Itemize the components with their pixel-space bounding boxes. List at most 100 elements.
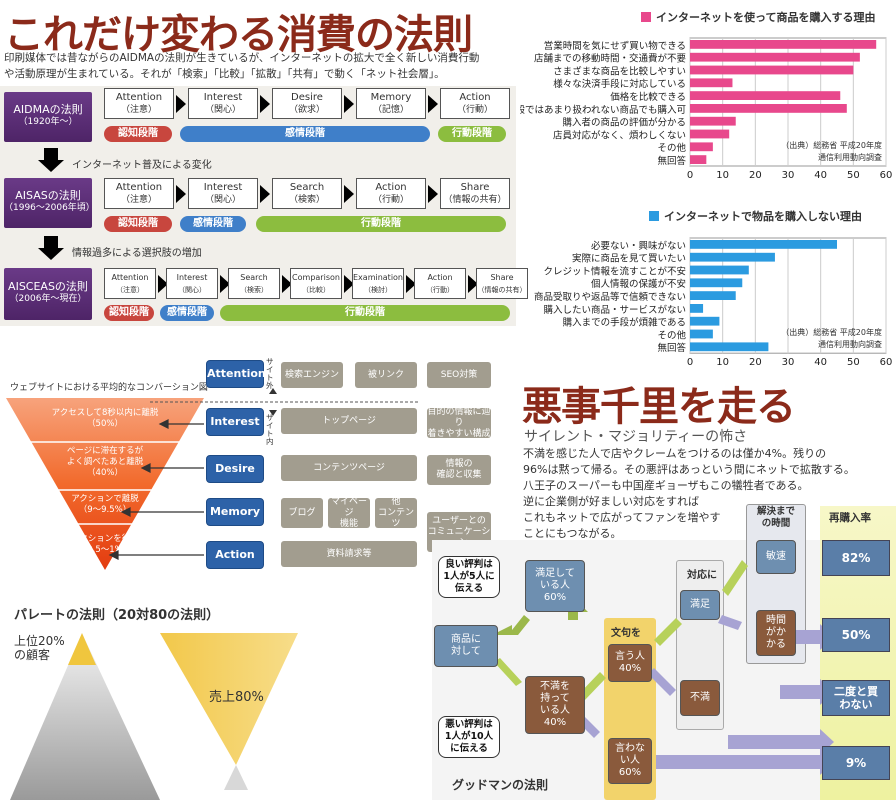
stage-name: Desire [291, 92, 323, 103]
stage-name: Memory [370, 92, 412, 103]
category-label: 商品受取りや返品等で信頼できない [534, 291, 686, 303]
bar-0 [690, 240, 837, 249]
category-label: 無回答 [657, 342, 686, 354]
stage-jp: （注意） [120, 195, 157, 205]
bar-1 [690, 252, 775, 262]
info-text-2: 確認と収集 [436, 470, 482, 480]
aisas-stage-action: Action（行動） [356, 178, 426, 209]
aidma-stage-action: Action（行動） [440, 88, 510, 119]
stage-name: Interest [176, 273, 208, 282]
aisceas-stage-action: Action（行動） [414, 268, 466, 299]
bar-3 [690, 278, 743, 288]
stage-jp: （比較） [302, 286, 330, 294]
stage-jp: （関心） [204, 105, 241, 115]
comm-text-1: ユーザーとの [432, 515, 486, 526]
x-tick-label: 10 [716, 170, 729, 181]
stage-arrow-icon [158, 275, 168, 293]
stage-jp: （行動） [372, 195, 409, 205]
aisas-stage-share: Share（情報の共有） [440, 178, 510, 209]
time-header: 解決まで の時間 [752, 506, 800, 530]
x-tick-label: 10 [716, 357, 729, 368]
bar-8 [690, 342, 769, 352]
good-rep-2: 1人が5人に [443, 571, 495, 582]
stage-arrow-icon [406, 275, 416, 293]
x-tick-label: 60 [880, 357, 893, 368]
aisceas-stage-attention: Attention（注意） [104, 268, 156, 299]
unsatisfied-2: 持って [540, 693, 570, 704]
seo-box: SEO対策 [427, 362, 491, 388]
slow-2: がか [766, 627, 786, 638]
category-label: 無回答 [657, 155, 686, 167]
pareto-sales-label: 売上80% [209, 690, 264, 705]
bar-7 [690, 329, 713, 339]
category-label: さまざまな商品を比較しやすい [553, 65, 686, 77]
phase-emotion-2: 感情段階 [180, 216, 246, 232]
aisceas-stage-examination: Examination（検討） [352, 268, 404, 299]
stage-jp: （注意） [120, 105, 157, 115]
phase-cognition: 認知段階 [104, 126, 172, 142]
phase-action: 行動段階 [438, 126, 506, 142]
request-box: 資料請求等 [281, 541, 417, 567]
stage-jp: （欲求） [288, 105, 325, 115]
funnel-level-3-pct: （9〜9.5%） [78, 505, 132, 515]
slow-3: かる [766, 639, 786, 650]
funnel-level-3-text: アクションで離脱 [71, 494, 139, 504]
happy-box: 満足 [680, 590, 720, 620]
stage-arrow-icon [344, 275, 354, 293]
intro-line-2: や活動原理が生まれている。それが「検索」「比較」「拡散」「共有」で動く「ネット社… [4, 68, 445, 80]
bar-1 [690, 52, 860, 62]
aidma-model: AIDMAの法則 （1920年〜） [4, 92, 92, 142]
side-inside-label: サイト内 [266, 413, 274, 446]
stage-name: Action [459, 92, 491, 103]
stage-name: Interest [203, 92, 243, 103]
category-label: 営業時間を気にせず買い物できる [544, 40, 686, 52]
fast-box: 敏速 [756, 540, 796, 574]
x-tick-label: 50 [847, 357, 860, 368]
category-label: 必要ない・興味がない [591, 240, 686, 252]
result-never: 二度と買 わない [822, 680, 890, 716]
transition-1: インターネット普及による変化 [72, 160, 212, 171]
category-label: 購入者の商品の評価が分かる [562, 117, 686, 129]
bar-0 [690, 40, 877, 49]
unhappy-box: 不満 [680, 680, 720, 716]
mypage-text-2: 機能 [339, 518, 358, 529]
aisas-model: AISASの法則 （1996〜2006年頃） [4, 178, 95, 228]
stage-name: Attention [115, 92, 163, 103]
not-say-box: 言わな い人 60% [608, 738, 652, 784]
aisas-stage-search: Search（検索） [272, 178, 342, 209]
category-label: その他 [657, 142, 686, 154]
akuji-line-3: 八王子のスーパーも中国産ギョーザもこの犠牲者である。 [523, 479, 809, 492]
aidma-period: （1920年〜） [18, 117, 78, 127]
category-label: 購入までの手段が煩雑である [563, 317, 686, 329]
result-9: 9% [822, 746, 890, 780]
source-line-2: 通信利用動向調査 [818, 152, 882, 162]
stage-arrow-icon [282, 275, 292, 293]
x-tick-label: 50 [847, 170, 860, 181]
satisfied-3: 60% [543, 592, 567, 603]
bar-4 [690, 291, 736, 300]
stage-name: Action [427, 273, 453, 282]
stage-arrow-icon [176, 95, 186, 113]
stage-arrow-icon [468, 275, 478, 293]
phase-cognition-2: 認知段階 [104, 216, 172, 232]
aidma-stage-memory: Memory（記憶） [356, 88, 426, 119]
satisfied-2: いる人 [540, 580, 570, 591]
stage-arrow-icon [428, 185, 438, 203]
down-arrow-2 [38, 236, 64, 260]
aidma-stage-interest: Interest （関心） [188, 88, 258, 119]
phase-cognition-3: 認知段階 [104, 305, 154, 321]
reach-box: 目的の情報に辿り 着きやすい構成 [427, 407, 491, 439]
stage-name: Comparison [292, 273, 340, 282]
category-label: 店員対応がなく、煩わしくない [553, 129, 686, 141]
stage-arrow-icon [344, 95, 354, 113]
stage-arrow-icon [176, 185, 186, 203]
source-line-1: （出典）総務省 平成20年度 [781, 327, 882, 337]
bad-rep-1: 悪い評判は [445, 719, 493, 730]
funnel-title: ウェブサイトにおける平均的なコンバーション図 [10, 383, 208, 393]
not-say-2: い人 [620, 755, 640, 766]
conversion-step-action: Action [206, 541, 264, 569]
other-content-box: 他 コンテンツ [375, 496, 417, 529]
other-content-text-1: 他 [391, 496, 401, 507]
bar-6 [690, 116, 736, 126]
stage-jp: （関心） [204, 195, 241, 205]
